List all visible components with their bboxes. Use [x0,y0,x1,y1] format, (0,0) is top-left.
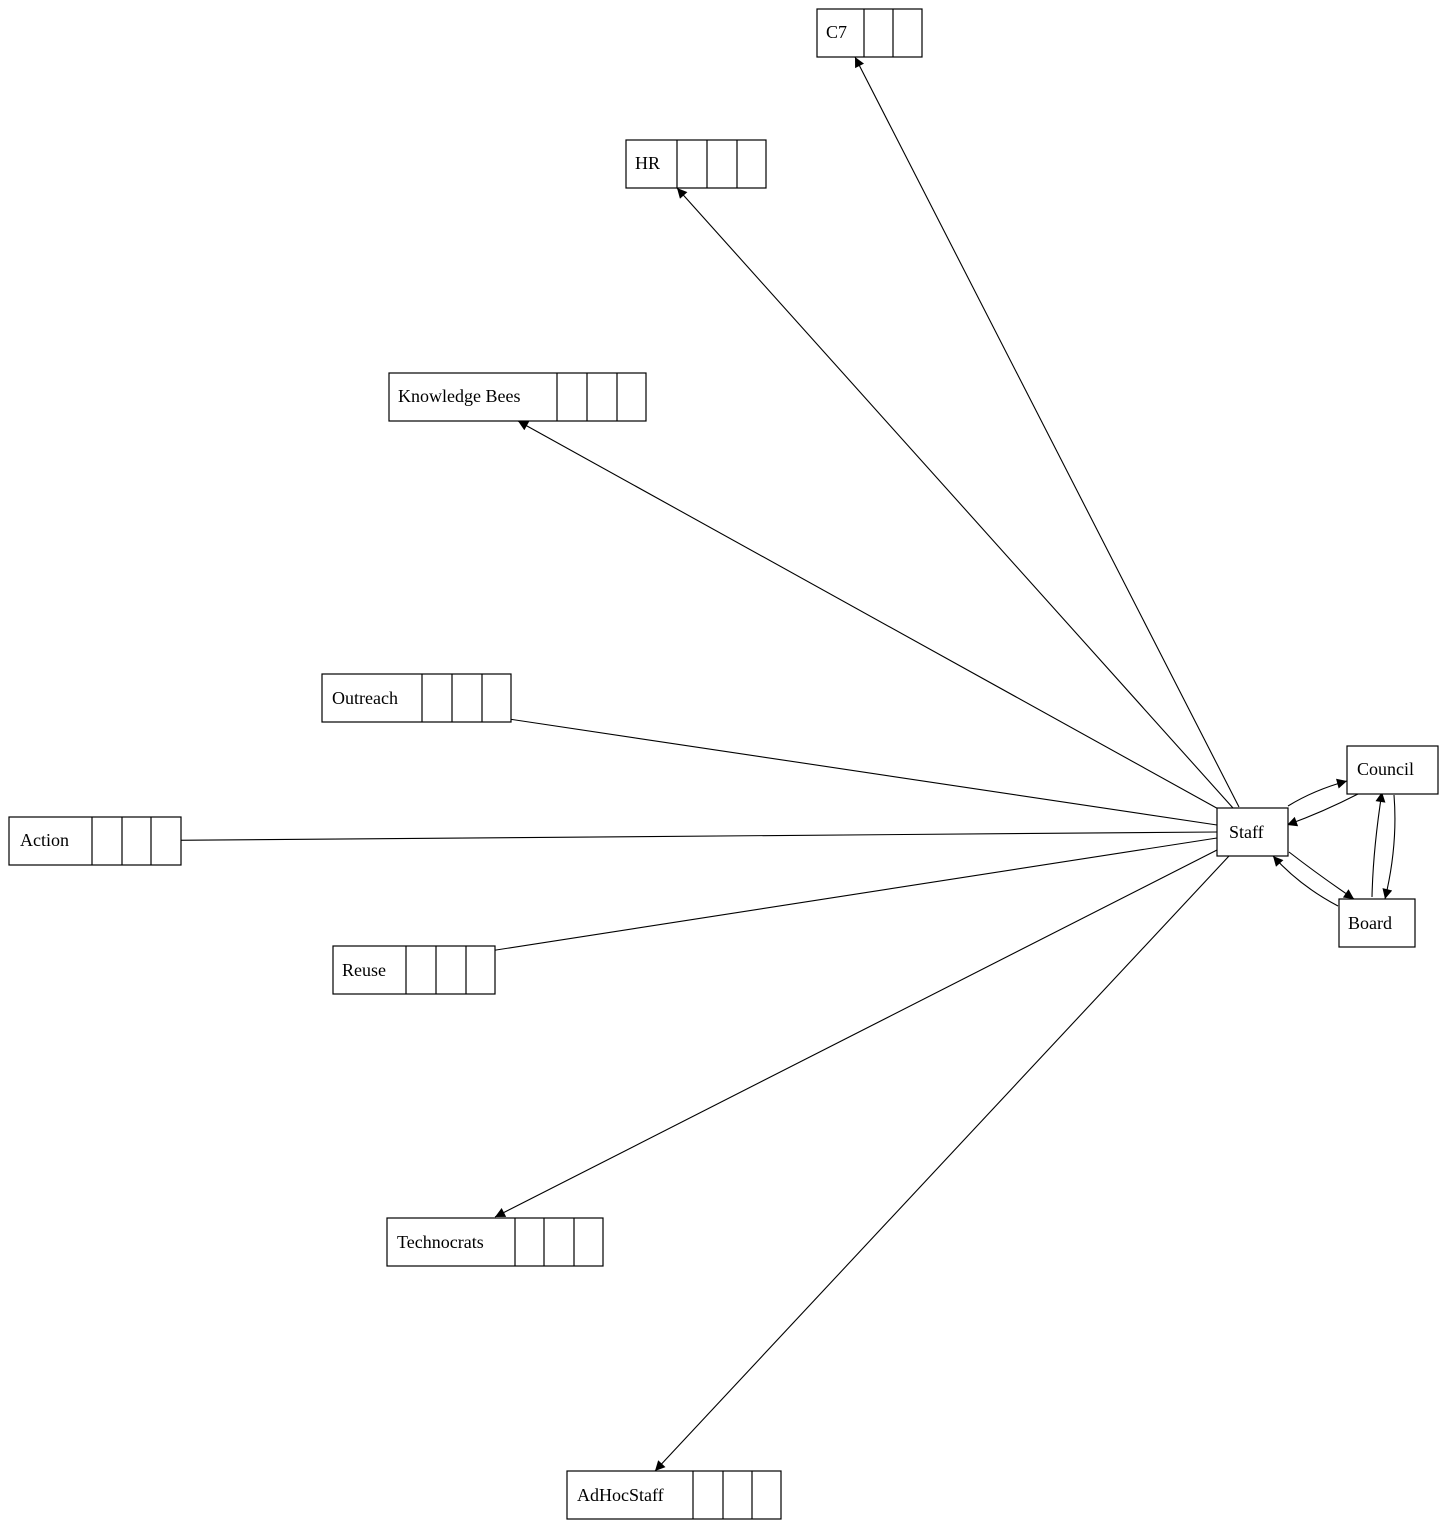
edge-staff-outreach [421,702,1218,826]
node-hr-label: HR [635,153,660,173]
node-board-label: Board [1348,913,1392,933]
node-staff-label: Staff [1229,822,1264,842]
edge-staff-council [1287,778,1348,807]
node-hr[interactable]: HR [625,139,767,189]
edge-staff-adhocstaff [654,855,1230,1472]
node-council-label: Council [1357,759,1414,779]
node-action-label: Action [20,830,69,850]
node-reuse-label: Reuse [342,960,386,980]
edge-staff-knowledge-bees [517,420,1223,812]
edge-council-staff [1286,793,1359,827]
node-c7[interactable]: C7 [816,8,923,58]
node-knowledge-bees-label: Knowledge Bees [398,386,520,406]
edge-council-board [1382,794,1396,900]
edge-board-staff [1272,855,1339,907]
node-technocrats[interactable]: Technocrats [386,1217,604,1267]
node-outreach[interactable]: Outreach [321,673,512,723]
node-knowledge-bees[interactable]: Knowledge Bees [388,372,647,422]
node-reuse[interactable]: Reuse [332,945,496,995]
edge-staff-board [1288,851,1355,900]
edge-staff-c7 [854,56,1240,808]
node-action[interactable]: Action [8,816,182,866]
node-staff[interactable]: Staff [1216,807,1289,857]
node-outreach-label: Outreach [332,688,398,708]
node-adhocstaff[interactable]: AdHocStaff [566,1470,782,1520]
node-council[interactable]: Council [1346,745,1439,795]
node-c7-label: C7 [826,22,847,42]
edge-staff-action [91,831,1218,846]
node-adhocstaff-label: AdHocStaff [577,1485,664,1505]
edges [91,56,1396,1472]
node-technocrats-label: Technocrats [397,1232,484,1252]
edge-staff-hr [676,187,1234,809]
edge-staff-technocrats [494,849,1218,1218]
node-board[interactable]: Board [1338,898,1416,948]
edge-board-council [1371,791,1386,898]
edge-staff-reuse [405,837,1218,968]
